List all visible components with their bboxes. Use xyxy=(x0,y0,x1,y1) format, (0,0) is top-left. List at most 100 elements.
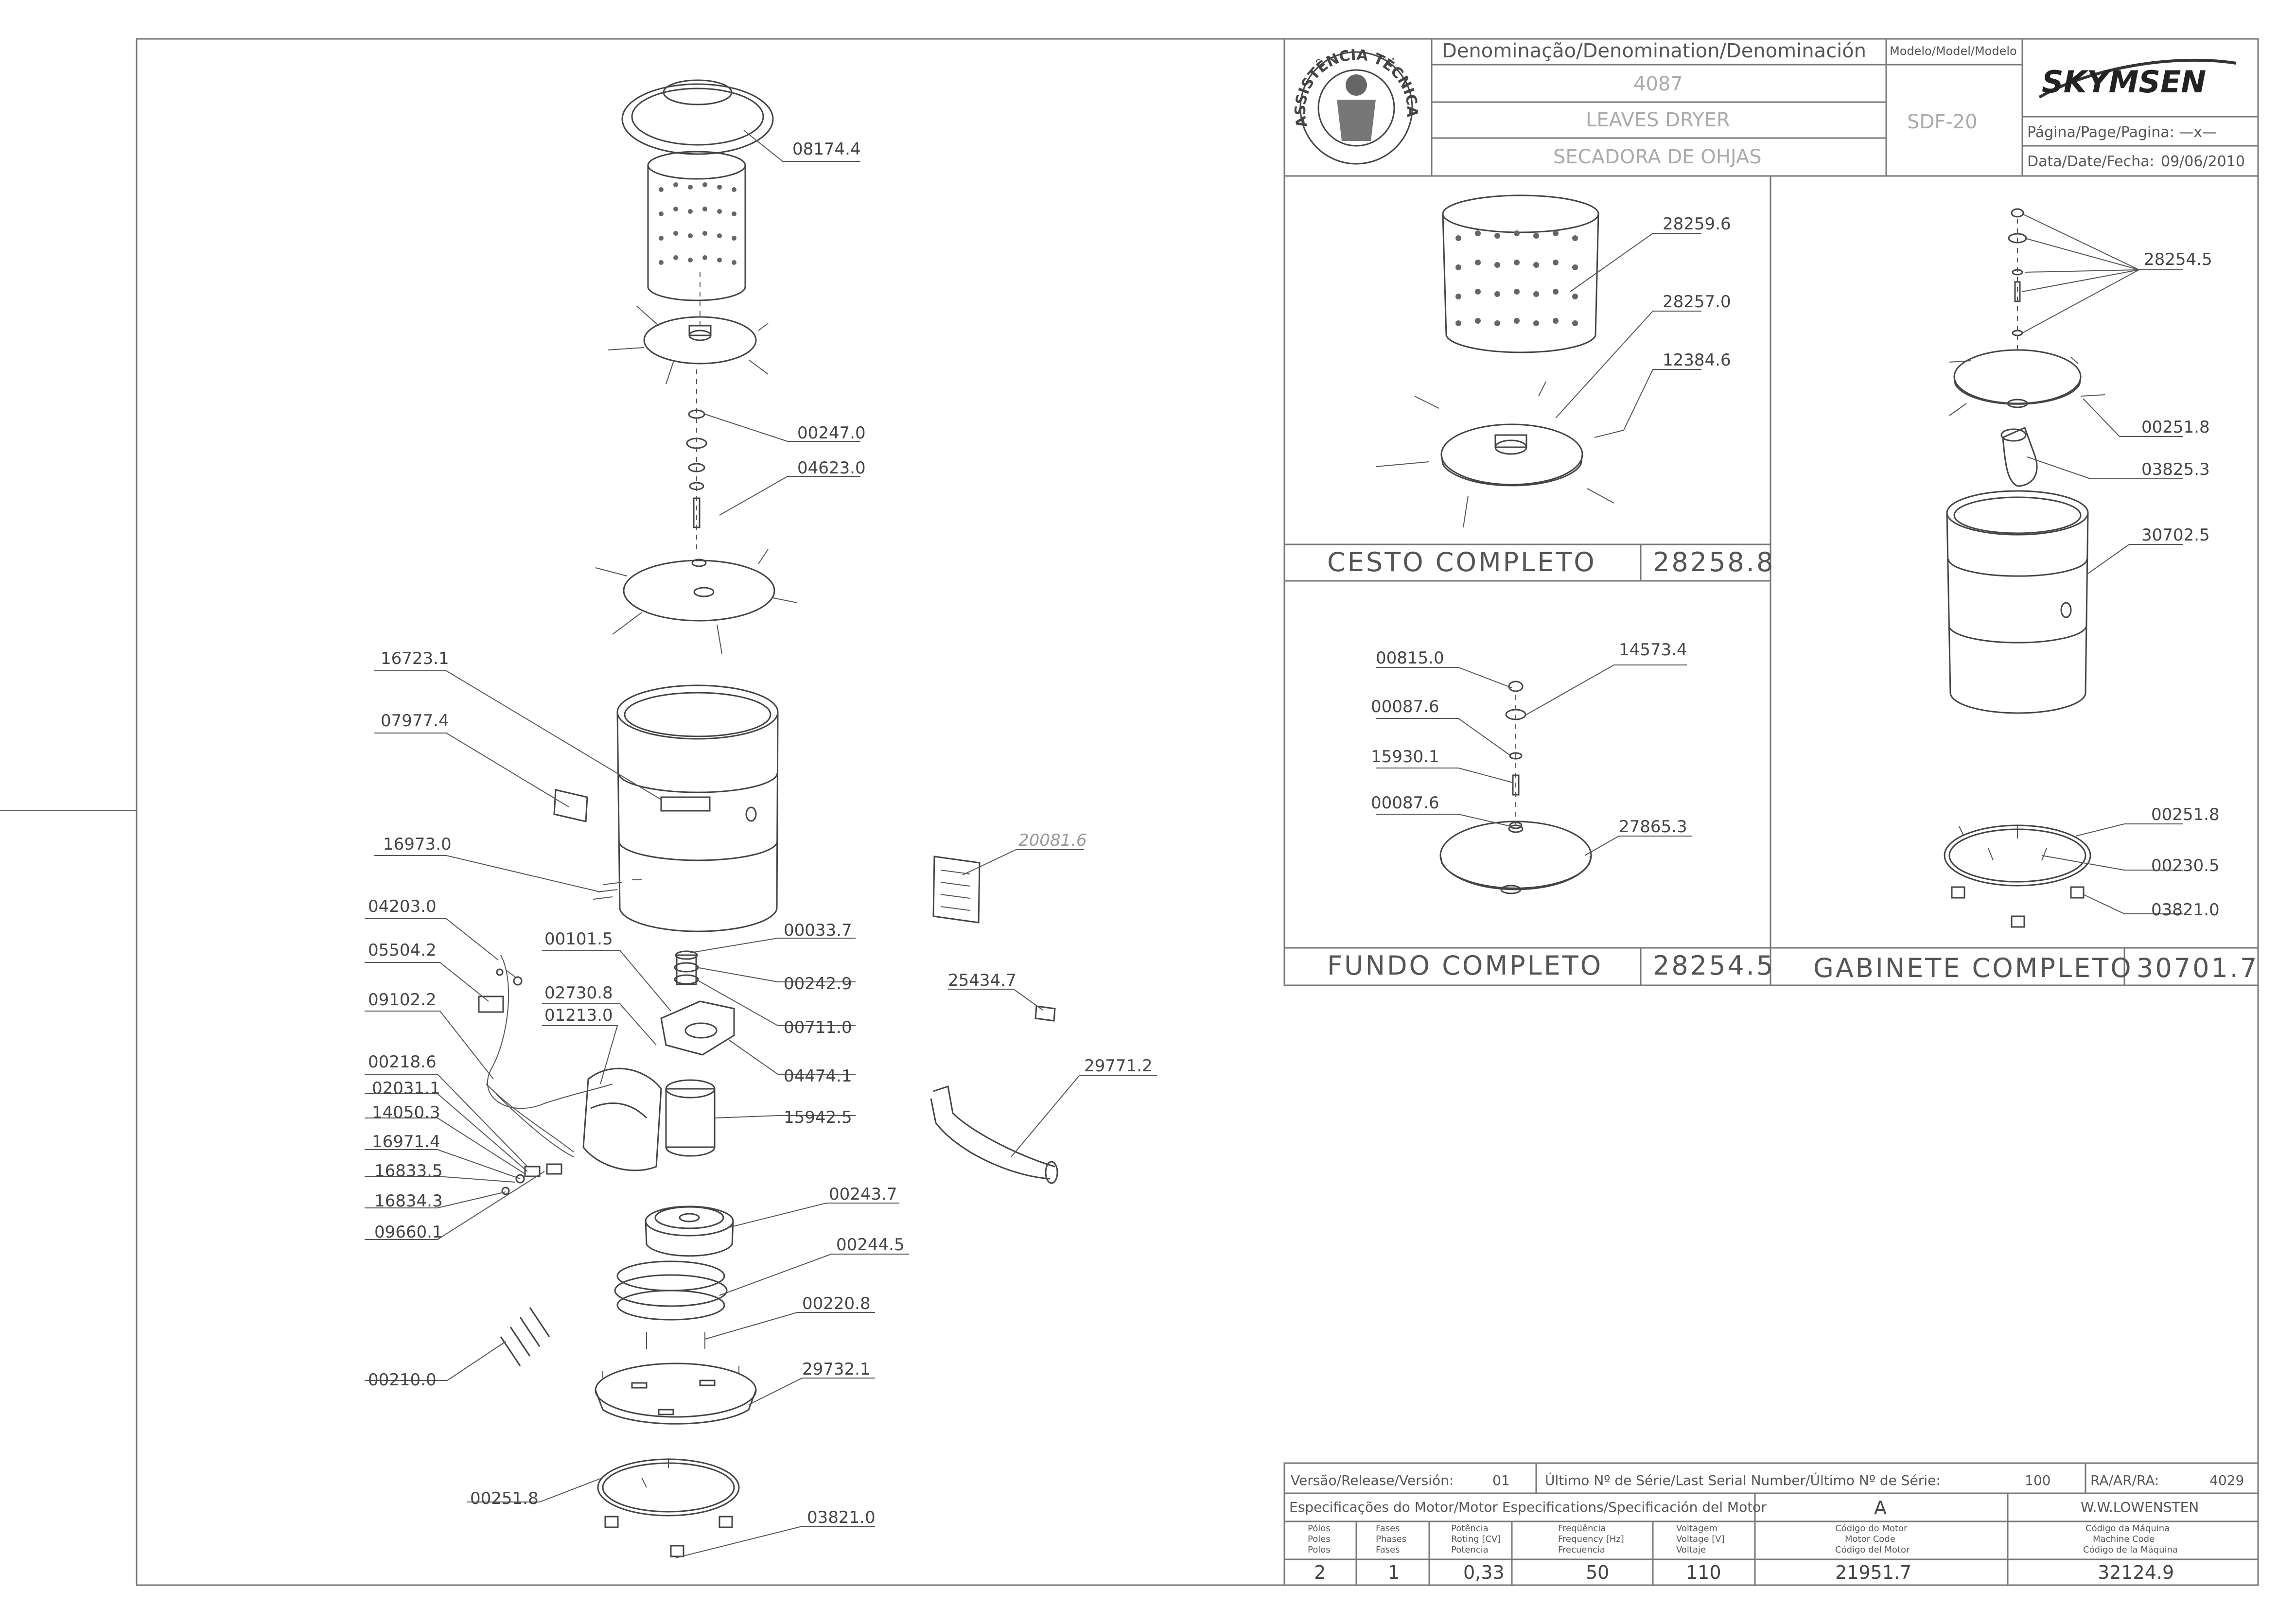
phases-value: 1 xyxy=(1388,1562,1400,1583)
label-00244-5: 00244.5 xyxy=(836,1235,905,1255)
bolts-part xyxy=(646,1332,705,1349)
gabinete-title: GABINETE COMPLETO xyxy=(1813,953,2133,983)
fundo-label-3: 15930.1 xyxy=(1371,747,1439,767)
motor-bracket-part xyxy=(660,950,735,1056)
base-ring-part xyxy=(597,1458,740,1557)
label-00251-8: 00251.8 xyxy=(470,1489,539,1508)
brand-name: SKYMSEN xyxy=(2042,64,2206,100)
cesto-drawing xyxy=(1375,194,1701,528)
motor-code-header-0: Código do Motor xyxy=(1835,1523,1908,1534)
sticker-part xyxy=(1034,1005,1056,1022)
freq-header-1: Frequency [Hz] xyxy=(1558,1534,1624,1544)
label-09660-1: 09660.1 xyxy=(374,1222,443,1242)
serial-value: 100 xyxy=(2025,1472,2051,1488)
product-name-es: SECADORA DE OHJAS xyxy=(1553,146,1762,168)
label-00243-7: 00243.7 xyxy=(829,1185,897,1204)
machine-code-header-0: Código da Máquina xyxy=(2086,1523,2170,1534)
label-29771-2: 29771.2 xyxy=(1084,1056,1153,1076)
phases-header-0: Fases xyxy=(1376,1523,1400,1534)
gabinete-label-0: 28254.5 xyxy=(2144,250,2212,269)
label-00711-0: 00711.0 xyxy=(784,1018,852,1037)
label-04623-0: 04623.0 xyxy=(797,458,866,478)
pulley-part xyxy=(645,1205,734,1257)
label-00220-8: 00220.8 xyxy=(802,1294,871,1313)
fundo-label-5: 27865.3 xyxy=(1619,817,1687,837)
label-03821-0: 03821.0 xyxy=(807,1508,876,1527)
poles-value: 2 xyxy=(1314,1562,1326,1583)
fundo-code: 28254.5 xyxy=(1653,950,1775,981)
motor-code-header-2: Código del Motor xyxy=(1835,1545,1910,1555)
maker-name: W.W.LOWENSTEN xyxy=(2081,1499,2199,1515)
label-14050-3: 14050.3 xyxy=(372,1103,440,1122)
cesto-label-2: 12384.6 xyxy=(1663,350,1731,370)
cesto-code: 28258.8 xyxy=(1653,547,1775,577)
label-00218-6: 00218.6 xyxy=(368,1052,437,1072)
motor-code-value: 21951.7 xyxy=(1835,1562,1911,1583)
label-16971-4: 16971.4 xyxy=(372,1132,440,1152)
main-part-labels: 08174.4 00247.0 04623.0 16723.1 07977.4 … xyxy=(368,140,1153,1527)
fundo-label-4: 00087.6 xyxy=(1371,793,1439,813)
poles-header-2: Polos xyxy=(1308,1545,1331,1555)
svg-text:ASSISTÊNCIA TÉCNICA AUTORIZADA: ASSISTÊNCIA TÉCNICA AUTORIZADA xyxy=(0,0,1420,129)
main-exploded-view: 08174.4 00247.0 04623.0 16723.1 07977.4 … xyxy=(365,79,1157,1558)
bottom-disc-part xyxy=(595,549,798,654)
gabinete-label-1: 00251.8 xyxy=(2141,418,2210,437)
title-block: ASSISTÊNCIA TÉCNICA AUTORIZADA Denominaç… xyxy=(0,0,2259,177)
authorized-service-seal: ASSISTÊNCIA TÉCNICA AUTORIZADA xyxy=(0,0,1420,165)
shaft-parts xyxy=(686,369,707,549)
volt-header-2: Voltaje xyxy=(1676,1545,1706,1555)
phases-header-2: Fases xyxy=(1376,1545,1400,1555)
belt-part xyxy=(614,1260,728,1321)
label-05504-2: 05504.2 xyxy=(368,941,437,960)
cesto-title: CESTO COMPLETO xyxy=(1327,547,1596,577)
machine-code-header-1: Machine Code xyxy=(2093,1534,2155,1544)
hose-part xyxy=(930,1085,1058,1184)
page-label: Página/Page/Pagina: —x— xyxy=(2027,124,2217,141)
fundo-label-1: 14573.4 xyxy=(1619,640,1687,660)
connector-parts xyxy=(501,1163,562,1195)
gabinete-label-2: 03825.3 xyxy=(2141,460,2210,479)
serial-label: Último Nº de Série/Last Serial Number/Úl… xyxy=(1545,1472,1941,1488)
label-08174-4: 08174.4 xyxy=(792,140,861,159)
gabinete-drawing xyxy=(1944,208,2183,928)
ra-label: RA/AR/RA: xyxy=(2090,1472,2159,1488)
cesto-label-0: 28259.6 xyxy=(1663,214,1731,234)
version-value: 01 xyxy=(1492,1472,1510,1488)
main-leader-lines xyxy=(365,130,1157,1558)
freq-header-0: Freqüência xyxy=(1558,1523,1606,1534)
power-header-1: Roting [CV] xyxy=(1451,1534,1501,1544)
fundo-label-0: 00815.0 xyxy=(1376,648,1444,668)
skymsen-logo: SKYMSEN xyxy=(2038,58,2237,100)
freq-value: 50 xyxy=(1586,1562,1609,1583)
label-00247-0: 00247.0 xyxy=(797,423,866,443)
volt-value: 110 xyxy=(1686,1562,1721,1583)
label-04203-0: 04203.0 xyxy=(368,897,437,916)
label-02730-8: 02730.8 xyxy=(544,983,613,1003)
motor-spec-label: Especificações do Motor/Motor Especifica… xyxy=(1289,1499,1767,1515)
label-plate-part xyxy=(553,789,588,822)
label-07977-4: 07977.4 xyxy=(381,711,449,731)
label-16834-3: 16834.3 xyxy=(374,1191,443,1211)
gabinete-label-4: 00251.8 xyxy=(2151,805,2220,824)
label-04474-1: 04474.1 xyxy=(784,1066,852,1086)
lid-part xyxy=(621,79,774,155)
base-plate-part xyxy=(595,1362,757,1425)
wiring-part xyxy=(478,955,613,1157)
gabinete-label-3: 30702.5 xyxy=(2141,525,2210,545)
fundo-drawing xyxy=(1376,664,1692,894)
gabinete-code: 30701.7 xyxy=(2137,953,2259,983)
rods-part xyxy=(500,1307,550,1366)
basket-plate-part xyxy=(607,272,769,384)
motor-code-header-1: Motor Code xyxy=(1845,1534,1895,1544)
phases-header-1: Phases xyxy=(1376,1534,1406,1544)
label-16833-5: 16833.5 xyxy=(374,1161,443,1181)
fundo-label-2: 00087.6 xyxy=(1371,697,1439,716)
freq-header-2: Frecuencia xyxy=(1558,1545,1605,1555)
date-value: 09/06/2010 xyxy=(2161,153,2245,170)
model-header: Modelo/Model/Modelo xyxy=(1890,44,2017,58)
screws-part xyxy=(593,879,642,900)
warning-plate-part xyxy=(932,856,981,924)
label-00033-7: 00033.7 xyxy=(784,921,852,940)
label-00101-5: 00101.5 xyxy=(544,929,613,949)
